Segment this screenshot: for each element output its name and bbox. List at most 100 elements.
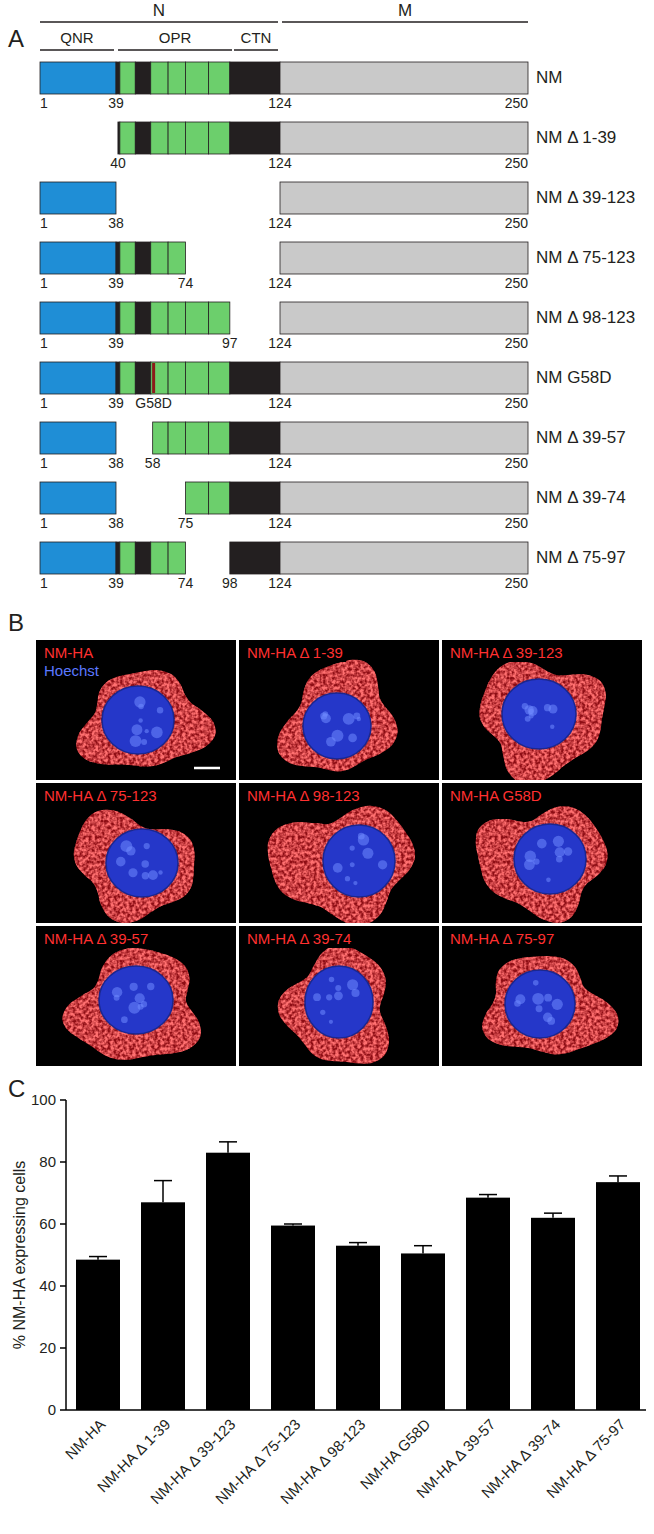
error-cap: [154, 1180, 172, 1182]
construct-schematic: [40, 22, 528, 574]
nucleus-spot: [138, 704, 144, 710]
residue-number: 38: [108, 516, 124, 531]
tick-mark: [60, 1347, 66, 1349]
domain-segment: [230, 362, 280, 394]
domain-segment: [151, 62, 168, 94]
nucleus-spot: [121, 1016, 128, 1023]
domain-segment: [116, 242, 120, 274]
residue-number: 39: [108, 336, 124, 351]
micrograph-panel: NM-HA Δ 39-74: [239, 926, 439, 1066]
error-cap: [284, 1223, 302, 1225]
micrograph-panel: NM-HA Δ 1-39: [239, 640, 439, 780]
domain-segment: [40, 182, 116, 214]
construct-bar: [40, 482, 528, 514]
residue-number: 250: [505, 96, 528, 111]
residue-number: 39: [108, 576, 124, 591]
x-axis: [66, 1409, 646, 1411]
stain-label: NM-HA Δ 1-39: [244, 644, 346, 662]
domain-segment: [280, 182, 528, 214]
bar-chart: [60, 1100, 646, 1410]
micrograph-ground: [36, 640, 236, 780]
nucleus-spot: [142, 872, 149, 879]
error-bar: [422, 1246, 424, 1254]
cell-nucleus: [502, 679, 576, 749]
nucleus-spot: [351, 989, 359, 997]
nucleus-spot: [329, 977, 334, 982]
domain-segment: [168, 122, 185, 154]
nucleus-spot: [333, 863, 343, 873]
residue-number: 39: [108, 396, 124, 411]
nucleus-spot: [524, 859, 535, 870]
nucleus-spot: [335, 985, 341, 991]
micrograph-ground: [442, 783, 642, 923]
stain-label: NM-HA Δ 75-97: [447, 930, 557, 948]
nucleus-spot: [141, 739, 147, 745]
nucleus-spot: [553, 836, 564, 847]
domain-segment: [185, 62, 208, 94]
tick-label: 40: [39, 1278, 56, 1295]
domain-segment: [230, 122, 280, 154]
cell-nucleus: [323, 825, 395, 897]
residue-number: 250: [505, 576, 528, 591]
residue-number: 38: [108, 456, 124, 471]
domain-segment: [230, 482, 280, 514]
panel-letter: B: [8, 610, 24, 636]
domain-segment: [209, 302, 230, 334]
domain-segment: [280, 122, 528, 154]
nucleus-spot: [135, 993, 145, 1003]
nucleus-spot: [130, 735, 142, 747]
nucleus-spot: [144, 843, 150, 849]
micrograph: [239, 783, 439, 923]
counterstain-label: Hoechst: [41, 662, 102, 680]
residue-number: 1: [40, 396, 48, 411]
residue-number: 40: [110, 156, 126, 171]
bar: [531, 1218, 575, 1410]
residue-number: 58: [145, 456, 161, 471]
micrograph: [36, 926, 236, 1066]
residue-number: G58D: [135, 396, 172, 411]
construct-bar: [40, 62, 528, 94]
domain-name: CTN: [241, 30, 272, 47]
domain-segment: [185, 302, 208, 334]
micrograph: [442, 640, 642, 780]
nucleus-spot: [131, 724, 142, 735]
nucleus-spot: [564, 847, 572, 855]
domain-segment: [135, 242, 150, 274]
residue-number: 1: [40, 216, 48, 231]
residue-number: 250: [505, 336, 528, 351]
construct-name: NM Δ 39-57: [536, 429, 626, 448]
cell-nucleus: [305, 966, 373, 1038]
residue-number: 1: [40, 456, 48, 471]
nucleus-spot: [532, 993, 544, 1005]
micrograph: [442, 926, 642, 1066]
domain-segment: [280, 542, 528, 574]
construct-bar: [40, 422, 528, 454]
nucleus-spot: [543, 1013, 552, 1022]
category-label: NM-HA: [62, 1416, 108, 1462]
nucleus-spot: [555, 847, 565, 857]
residue-number: 98: [222, 576, 238, 591]
domain-segment: [280, 242, 528, 274]
nucleus-spot: [350, 862, 355, 867]
domain-name: QNR: [60, 30, 93, 47]
nucleus-spot: [353, 712, 360, 719]
nucleus-spot: [544, 994, 552, 1002]
bar: [271, 1226, 315, 1410]
nucleus-spot: [515, 994, 525, 1004]
nucleus-spot: [151, 727, 163, 739]
cell-cytoplasm-stain: [277, 660, 397, 772]
cell-cytoplasm: [476, 806, 608, 923]
residue-number: 124: [268, 156, 291, 171]
domain-segment: [116, 302, 120, 334]
construct-bar: [40, 242, 528, 274]
error-bar: [227, 1142, 229, 1153]
domain-segment: [40, 302, 116, 334]
domain-segment: [168, 62, 185, 94]
micrograph: [442, 783, 642, 923]
micrograph-panel: NM-HA Δ 39-123: [442, 640, 642, 780]
nucleus-spot: [138, 718, 142, 722]
tick-label: 0: [48, 1402, 56, 1419]
nucleus-spot: [326, 994, 332, 1000]
domain-segment: [40, 542, 116, 574]
construct-bar: [40, 362, 528, 394]
